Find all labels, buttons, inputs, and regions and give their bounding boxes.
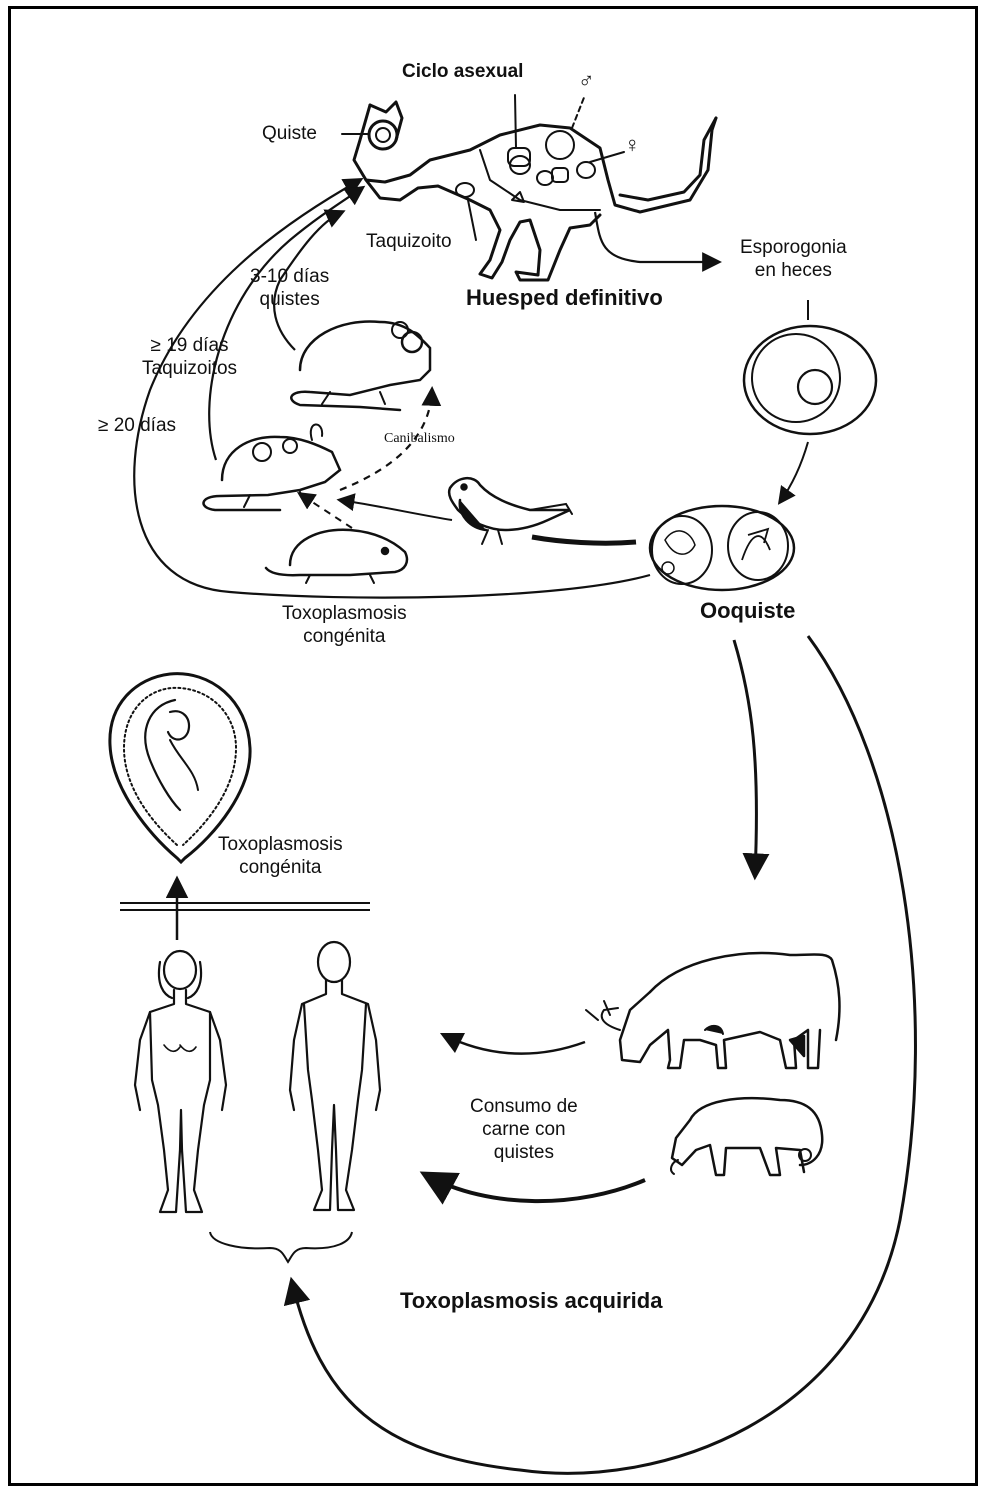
label-asexual-cycle: Ciclo asexual [402,60,523,83]
mouse-with-tachyzoites-illustration [204,424,340,510]
cow-illustration [586,953,839,1068]
arrow-young-mouse [300,494,352,528]
label-20-days: ≥ 20 días [98,414,176,437]
male-symbol: ♂ [578,68,595,95]
arrow-sheep-to-humans [426,1175,645,1201]
mouse-with-cysts-illustration [291,321,430,410]
arrow-19-days [209,188,362,460]
label-tachyzoite: Taquizoito [366,230,452,253]
label-oocyst: Ooquiste [700,598,795,625]
label-congenital-mid: Toxoplasmosis congénita [218,833,343,879]
label-meat-consumption: Consumo de carne con quistes [470,1095,578,1165]
placental-barrier [120,903,370,910]
humans-brace [210,1232,352,1262]
oocyst-with-sporozoites-illustration [650,506,794,590]
female-symbol: ♀ [624,132,641,159]
young-mouse-illustration [266,530,407,583]
woman-illustration [135,951,226,1212]
bird-illustration [449,478,572,544]
label-sporogony: Esporogonia en heces [740,236,847,282]
label-congenital-top: Toxoplasmosis congénita [282,602,407,648]
label-cannibalism: Canibalismo [384,430,455,447]
label-19-days-tachyzoites: ≥ 19 días Taquizoitos [142,334,237,380]
label-cyst: Quiste [262,122,317,145]
arrow-sporogony-to-ooquiste [780,442,808,502]
label-definitive-host: Huesped definitivo [466,285,663,312]
arrow-ooquiste-to-cattle [734,640,756,875]
sheep-illustration [671,1098,822,1175]
arrow-cat-to-feces [595,212,718,262]
sporulating-oocyst-illustration [744,326,876,434]
arrow-ooquiste-acquired [292,636,915,1473]
label-3-10-days-cysts: 3-10 días quistes [250,265,329,311]
arrow-bird-to-mouse [340,500,452,520]
arrow-oocyst-to-bird [532,537,636,543]
man-illustration [290,942,380,1210]
label-acquired-toxoplasmosis: Toxoplasmosis acquirida [400,1288,662,1315]
arrow-cow-to-humans [444,1035,585,1054]
